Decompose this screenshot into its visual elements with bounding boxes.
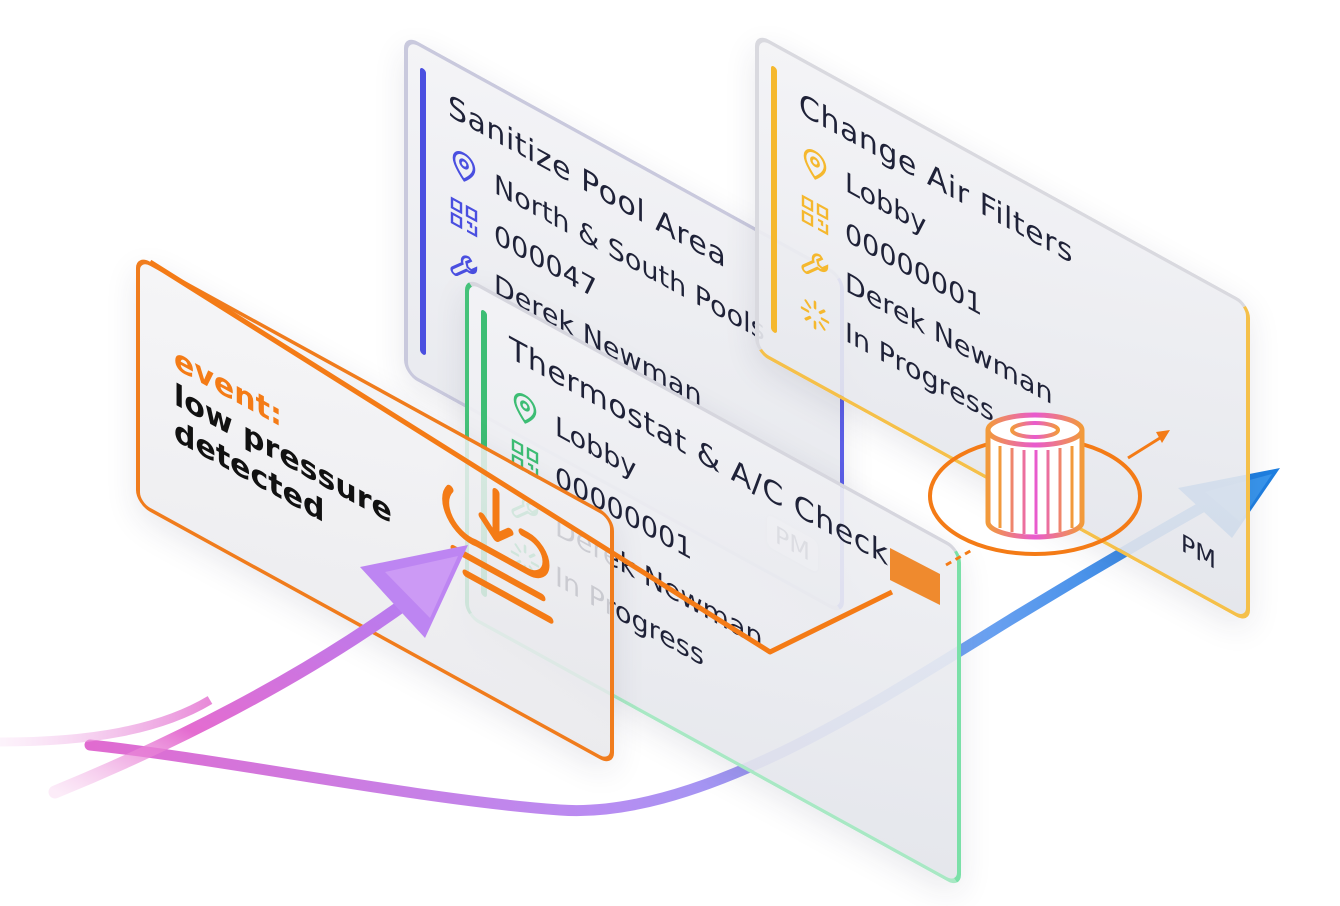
faint-curve: [0, 696, 213, 747]
pressure-gauge-icon: [442, 484, 554, 624]
wrench-icon: [799, 240, 831, 290]
purple-arrow-curve: [48, 593, 417, 799]
card-asset-row: 00000001: [799, 181, 1226, 466]
qr-code-icon: [799, 190, 831, 240]
progress-spinner-icon: [799, 290, 831, 340]
location-pin-icon: [509, 384, 541, 434]
qr-code-icon: [448, 192, 480, 242]
card-location-row: Lobby: [799, 131, 1226, 416]
location-pin-icon: [799, 140, 831, 190]
card-accent-bar: [771, 64, 777, 335]
location-pin-icon: [448, 142, 480, 192]
card-asset-row: 000047: [448, 183, 820, 438]
event-text: event: low pressure detected: [174, 341, 392, 569]
card-location-row: North & South Pools: [448, 133, 820, 388]
card-accent-bar: [420, 66, 426, 357]
